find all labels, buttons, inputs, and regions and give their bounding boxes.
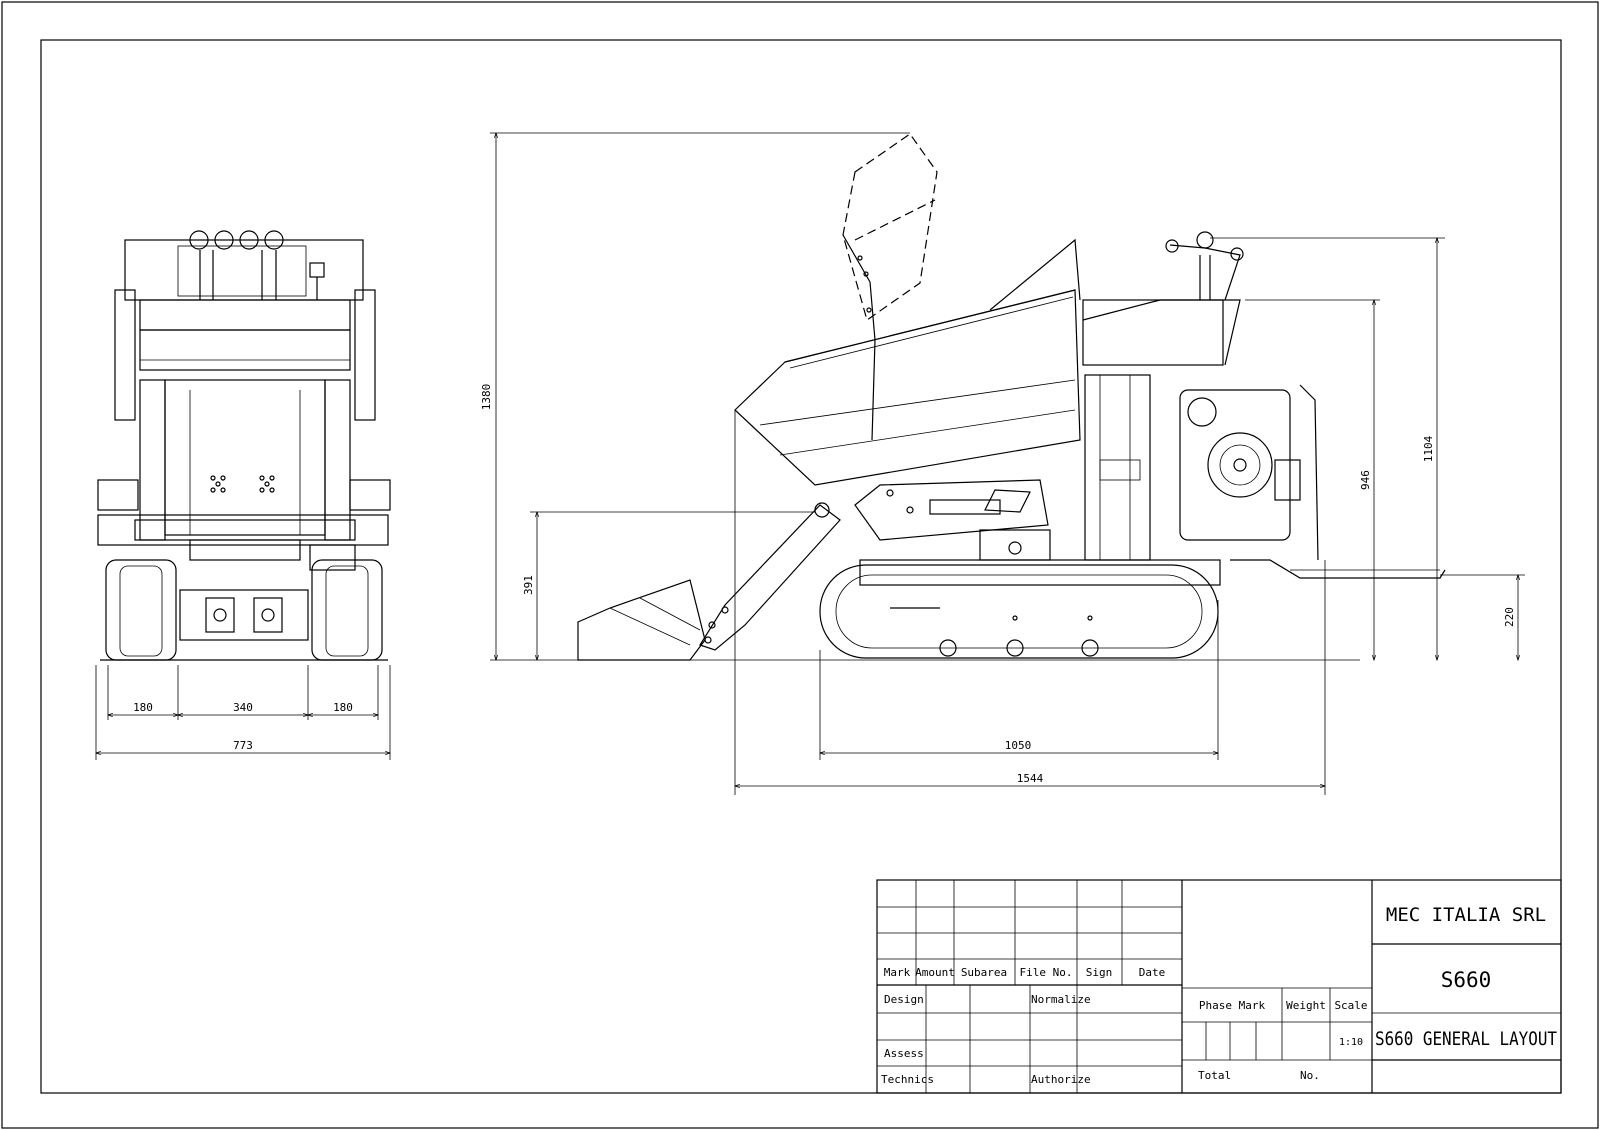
- dim-side-body-height: 946: [1359, 470, 1372, 490]
- front-view: 180 340 180 773: [96, 230, 391, 760]
- row-technics: Technics: [881, 1073, 934, 1086]
- company-name: MEC ITALIA SRL: [1386, 904, 1546, 926]
- scale-value: 1:10: [1339, 1037, 1363, 1048]
- scale-label: Scale: [1334, 999, 1367, 1012]
- header-sign: Sign: [1086, 966, 1113, 979]
- no-label: No.: [1300, 1069, 1320, 1082]
- dim-front-left-track: 180: [133, 701, 153, 714]
- row-design: Design: [884, 993, 924, 1006]
- row-normalize: Normalize: [1031, 993, 1091, 1006]
- drawing-title: S660 GENERAL LAYOUT: [1375, 1028, 1557, 1050]
- header-subarea: Subarea: [961, 966, 1007, 979]
- dim-side-track-length: 1050: [1005, 739, 1032, 752]
- weight-label: Weight: [1286, 999, 1326, 1012]
- dim-front-gap: 340: [233, 701, 253, 714]
- row-authorize: Authorize: [1031, 1073, 1091, 1086]
- side-view: 1380 391 1050 1544 1104 946 220: [480, 133, 1525, 795]
- row-assess: Assess: [884, 1047, 924, 1060]
- dim-side-total-length: 1544: [1017, 772, 1044, 785]
- dim-front-total-width: 773: [233, 739, 253, 752]
- header-mark: Mark: [884, 966, 911, 979]
- header-date: Date: [1139, 966, 1166, 979]
- total-label: Total: [1198, 1069, 1231, 1082]
- model-name: S660: [1441, 968, 1492, 992]
- dim-side-handle-height: 1104: [1422, 435, 1435, 462]
- header-file-no: File No.: [1020, 966, 1073, 979]
- title-block: Mark Amount Subarea File No. Sign Date D…: [876, 879, 1562, 1094]
- dim-front-right-track: 180: [333, 701, 353, 714]
- dim-side-total-height: 1380: [480, 384, 493, 411]
- phase-mark-label: Phase Mark: [1199, 999, 1266, 1012]
- dim-side-platform-height: 220: [1503, 607, 1516, 627]
- drawing-frame: [40, 39, 1562, 1094]
- header-amount: Amount: [915, 966, 955, 979]
- dim-side-dump-height: 391: [522, 575, 535, 595]
